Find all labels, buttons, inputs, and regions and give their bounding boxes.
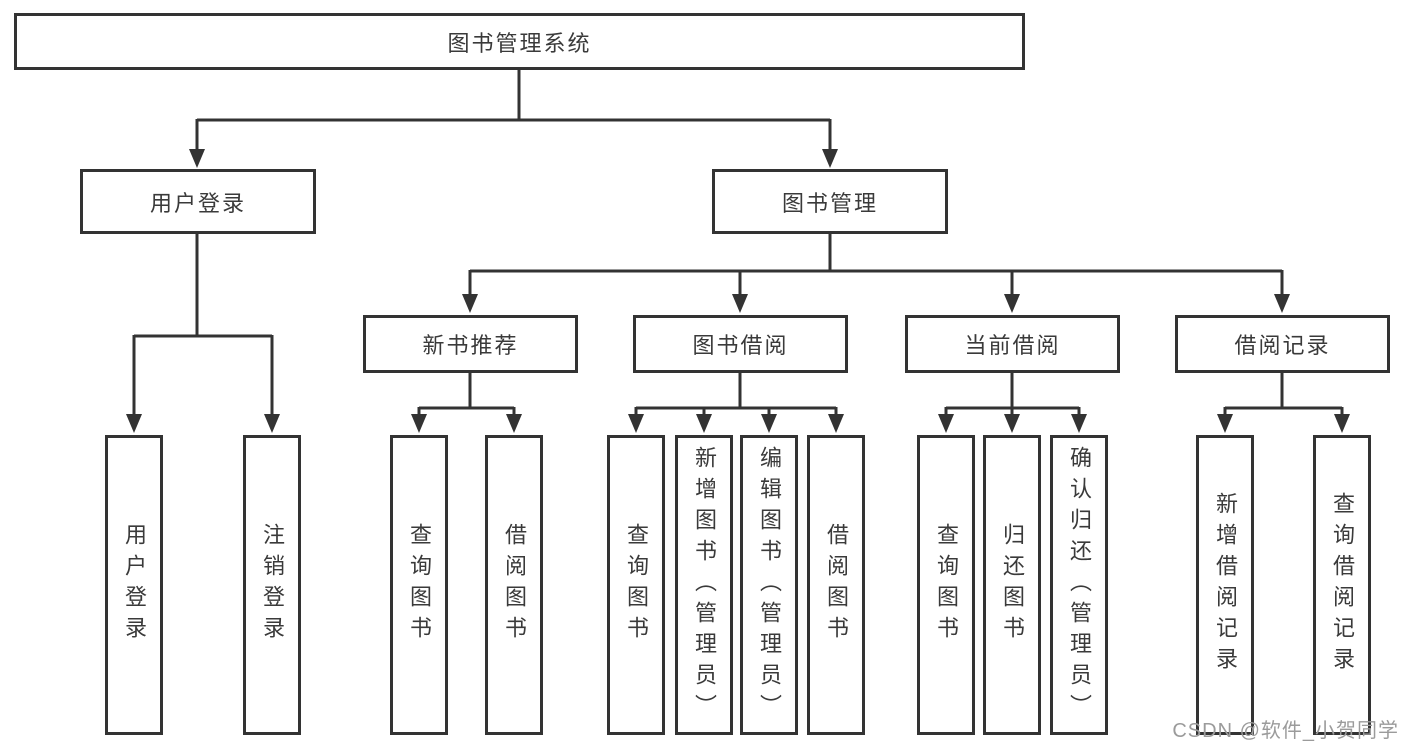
- node-add-borrow-record: 新增借阅记录: [1196, 435, 1254, 735]
- node-label: 借阅图书: [502, 523, 527, 647]
- node-label: 新增借阅记录: [1213, 492, 1238, 678]
- node-label: 查询图书: [934, 523, 959, 647]
- node-label: 编辑图书（管理员）: [757, 445, 782, 725]
- node-label: 新增图书（管理员）: [692, 445, 717, 725]
- node-edit-books-admin: 编辑图书（管理员）: [740, 435, 798, 735]
- node-user-login-leaf: 用户登录: [105, 435, 163, 735]
- csdn-watermark: CSDN @软件_小贺同学: [1172, 720, 1399, 742]
- node-label: 图书管理系统: [447, 30, 592, 56]
- node-label: 确认归还（管理员）: [1067, 445, 1092, 725]
- node-newbook-query-books: 查询图书: [390, 435, 448, 735]
- node-label: 新书推荐: [422, 333, 519, 358]
- node-label: 图书借阅: [692, 333, 789, 358]
- node-current-borrow: 当前借阅: [905, 315, 1120, 373]
- node-book-borrow: 图书借阅: [633, 315, 848, 373]
- node-label: 借阅图书: [824, 523, 849, 647]
- node-label: 用户登录: [122, 523, 147, 647]
- node-new-book-recommend: 新书推荐: [363, 315, 578, 373]
- node-label: 注销登录: [260, 523, 285, 647]
- node-logout-leaf: 注销登录: [243, 435, 301, 735]
- arrowheads: [126, 149, 1350, 433]
- node-system-root: 图书管理系统: [14, 13, 1025, 70]
- node-add-books-admin: 新增图书（管理员）: [675, 435, 733, 735]
- node-current-query-books: 查询图书: [917, 435, 975, 735]
- node-confirm-return-admin: 确认归还（管理员）: [1050, 435, 1108, 735]
- node-return-books: 归还图书: [983, 435, 1041, 735]
- node-label: 当前借阅: [964, 333, 1061, 358]
- node-label: 查询图书: [407, 523, 432, 647]
- node-label: 用户登录: [149, 190, 246, 216]
- node-label: 图书管理: [781, 190, 878, 216]
- node-borrow-books-leaf: 借阅图书: [807, 435, 865, 735]
- node-label: 查询借阅记录: [1330, 492, 1355, 678]
- node-borrow-record: 借阅记录: [1175, 315, 1390, 373]
- node-user-login-branch: 用户登录: [80, 169, 316, 234]
- node-borrow-query-books: 查询图书: [607, 435, 665, 735]
- node-label: 借阅记录: [1234, 333, 1331, 358]
- node-label: 归还图书: [1000, 523, 1025, 647]
- node-newbook-borrow-books: 借阅图书: [485, 435, 543, 735]
- node-label: 查询图书: [624, 523, 649, 647]
- node-book-management-branch: 图书管理: [712, 169, 948, 234]
- node-query-borrow-record: 查询借阅记录: [1313, 435, 1371, 735]
